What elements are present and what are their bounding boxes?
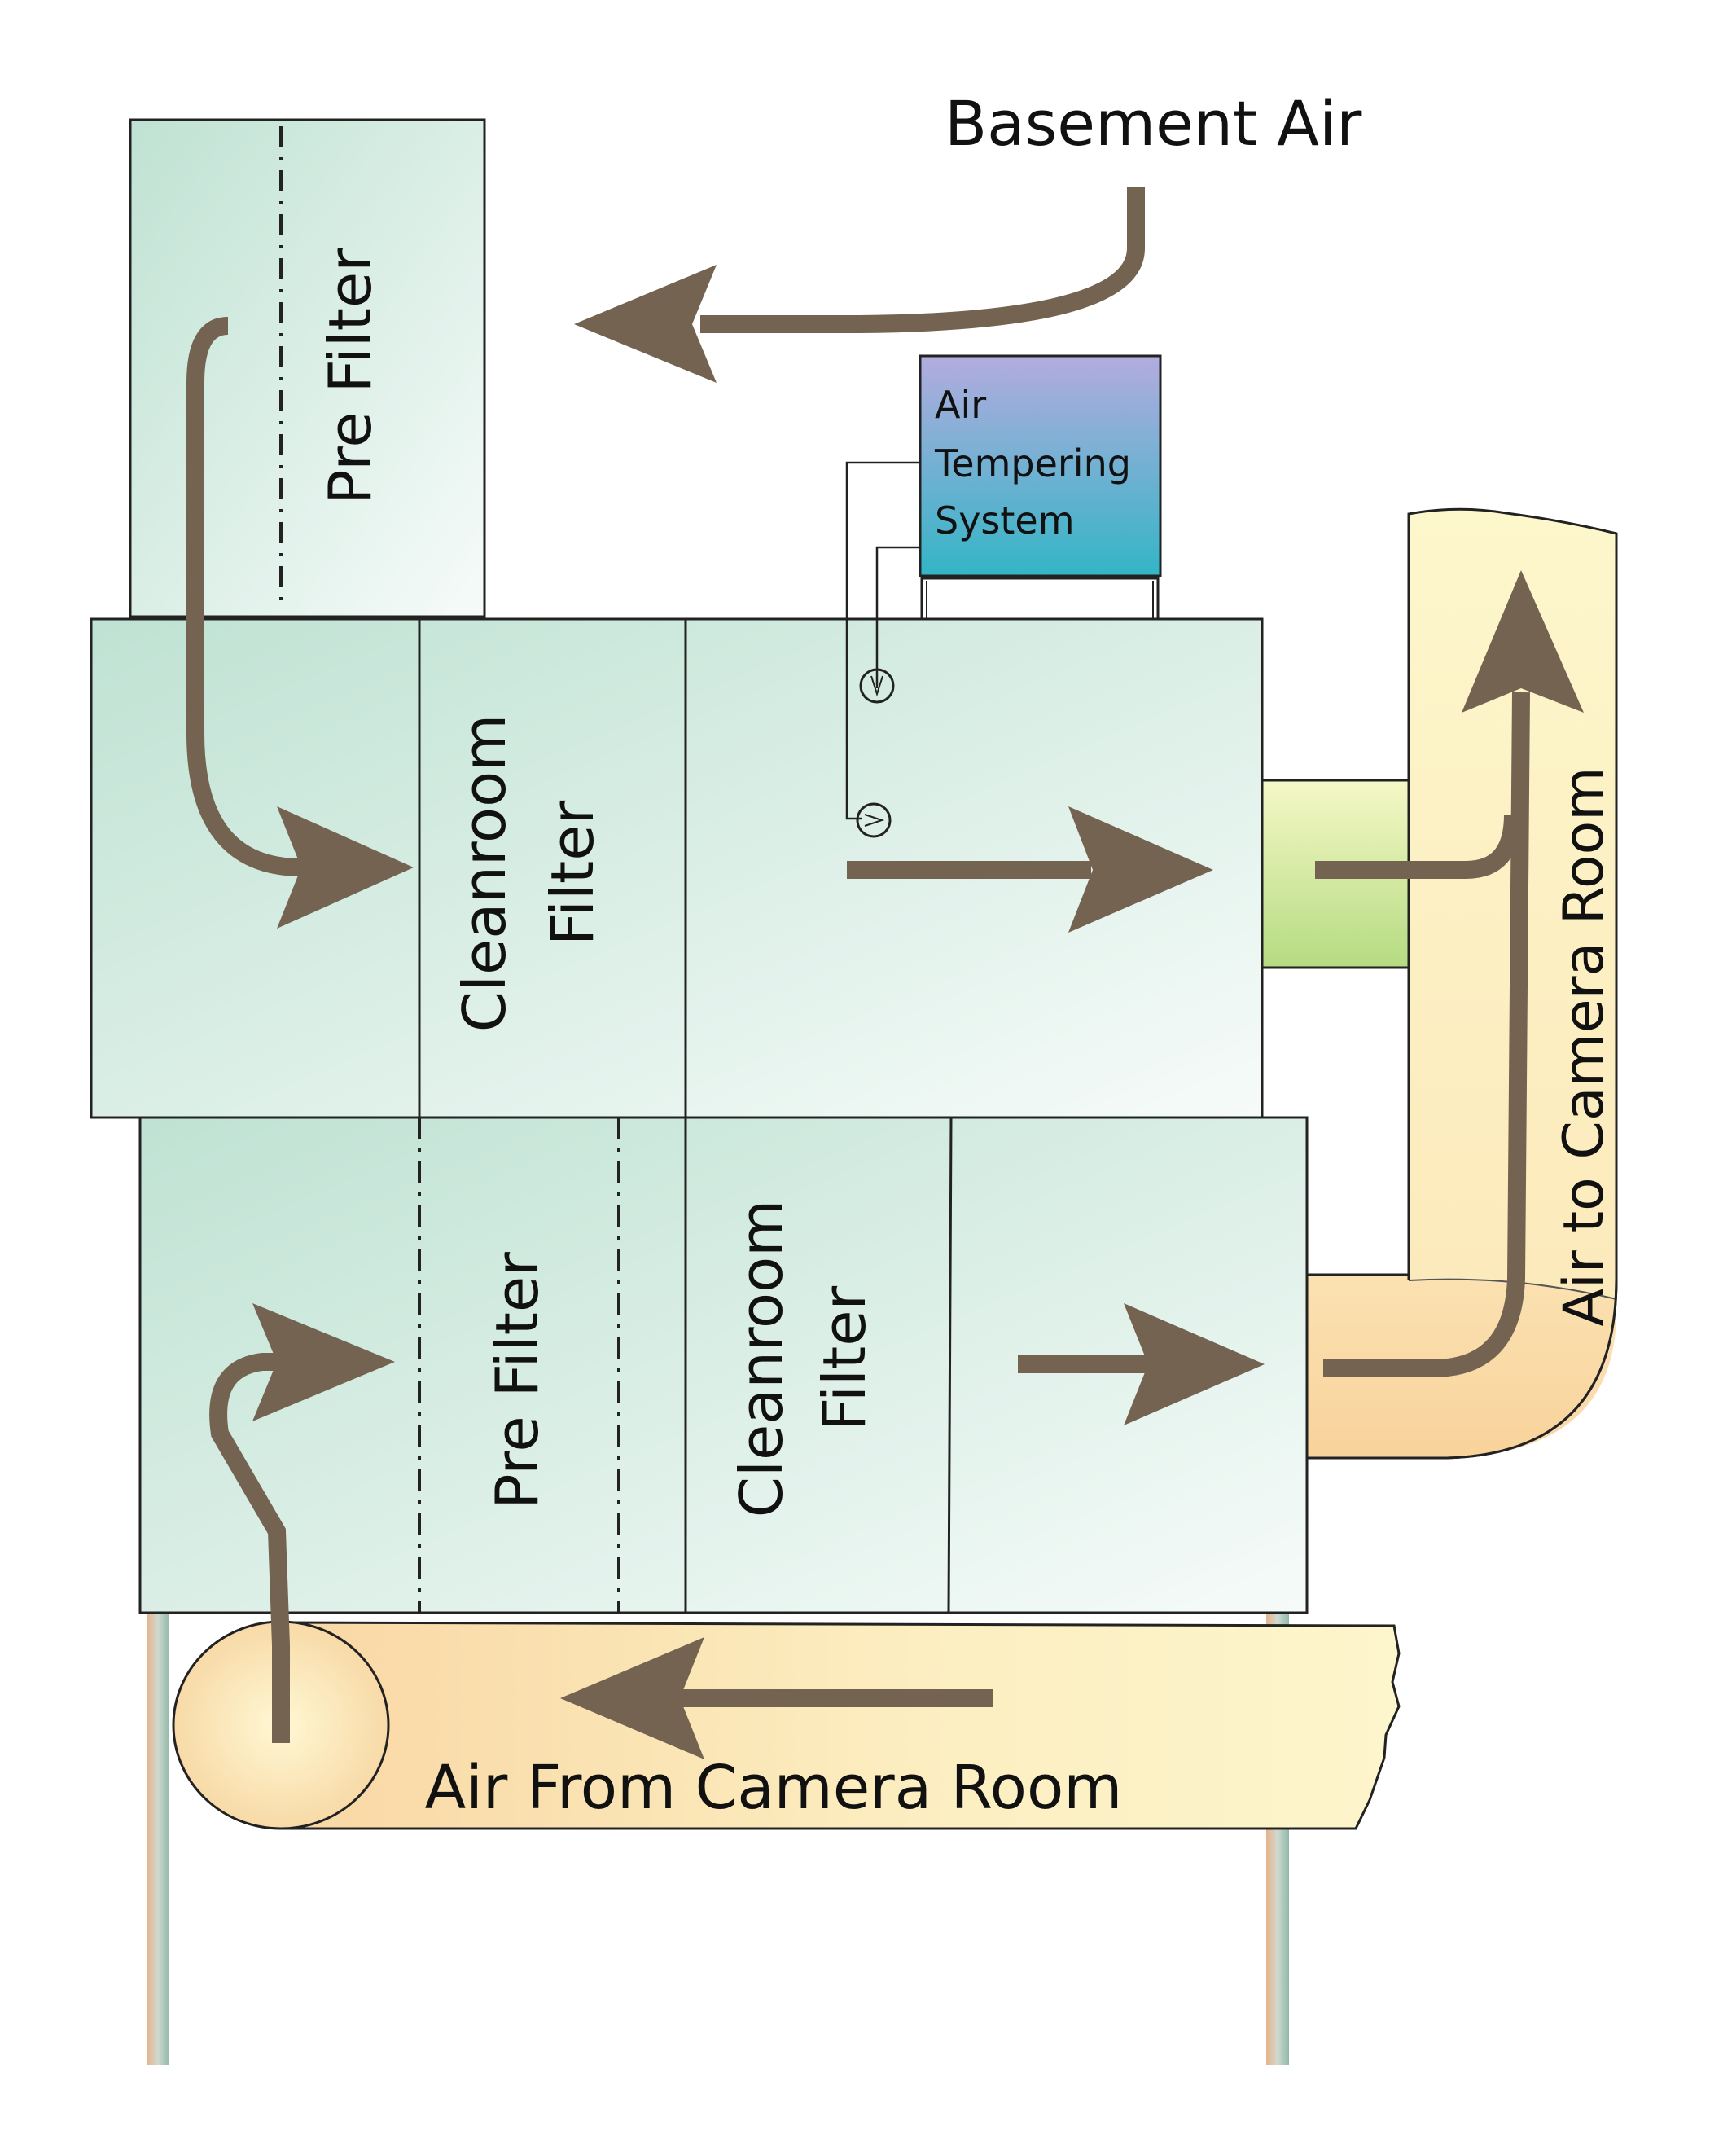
lower-outflow-arrow-icon bbox=[1018, 1303, 1265, 1425]
upper-outflow-arrow-icon bbox=[847, 806, 1213, 933]
return-inflow-arrow-icon bbox=[209, 1303, 395, 1743]
air-from-camera-label: Air From Camera Room bbox=[425, 1753, 1123, 1823]
supply-up-arrow-icon bbox=[1323, 570, 1584, 1377]
air-to-camera-label: Air to Camera Room bbox=[1552, 767, 1616, 1327]
support-leg-left bbox=[147, 1611, 169, 2065]
cleanroom-lower-label-line2: Filter bbox=[810, 1285, 879, 1431]
cleanroom-lower-label-line1: Cleanroom bbox=[727, 1200, 796, 1518]
pre-filter-lower-label: Pre Filter bbox=[483, 1252, 551, 1509]
basement-air-arrow-icon bbox=[574, 187, 1145, 383]
air-tempering-system bbox=[919, 354, 1162, 621]
tempering-label-line2: Tempering bbox=[934, 441, 1131, 485]
pre-filter-top-label: Pre Filter bbox=[316, 248, 384, 505]
tempering-label-line3: System bbox=[935, 498, 1075, 542]
return-duct-arrow-icon bbox=[560, 1637, 993, 1759]
basement-air-label: Basement Air bbox=[945, 87, 1362, 160]
tempering-control-lines bbox=[845, 461, 920, 820]
tempering-label-line1: Air bbox=[935, 383, 986, 427]
tempering-stand bbox=[920, 577, 1160, 621]
pre-filter-top-box bbox=[129, 118, 486, 618]
sensor-upper-icon bbox=[859, 668, 895, 704]
sensor-lower-icon bbox=[856, 802, 892, 838]
airflow-arrows bbox=[186, 187, 1584, 1759]
cleanroom-upper-label-line2: Filter bbox=[538, 800, 607, 946]
cleanroom-upper-label-line1: Cleanroom bbox=[450, 714, 519, 1033]
supply-duct bbox=[1305, 507, 1618, 1460]
prefilter-to-cleanroom-arrow-icon bbox=[186, 317, 414, 929]
